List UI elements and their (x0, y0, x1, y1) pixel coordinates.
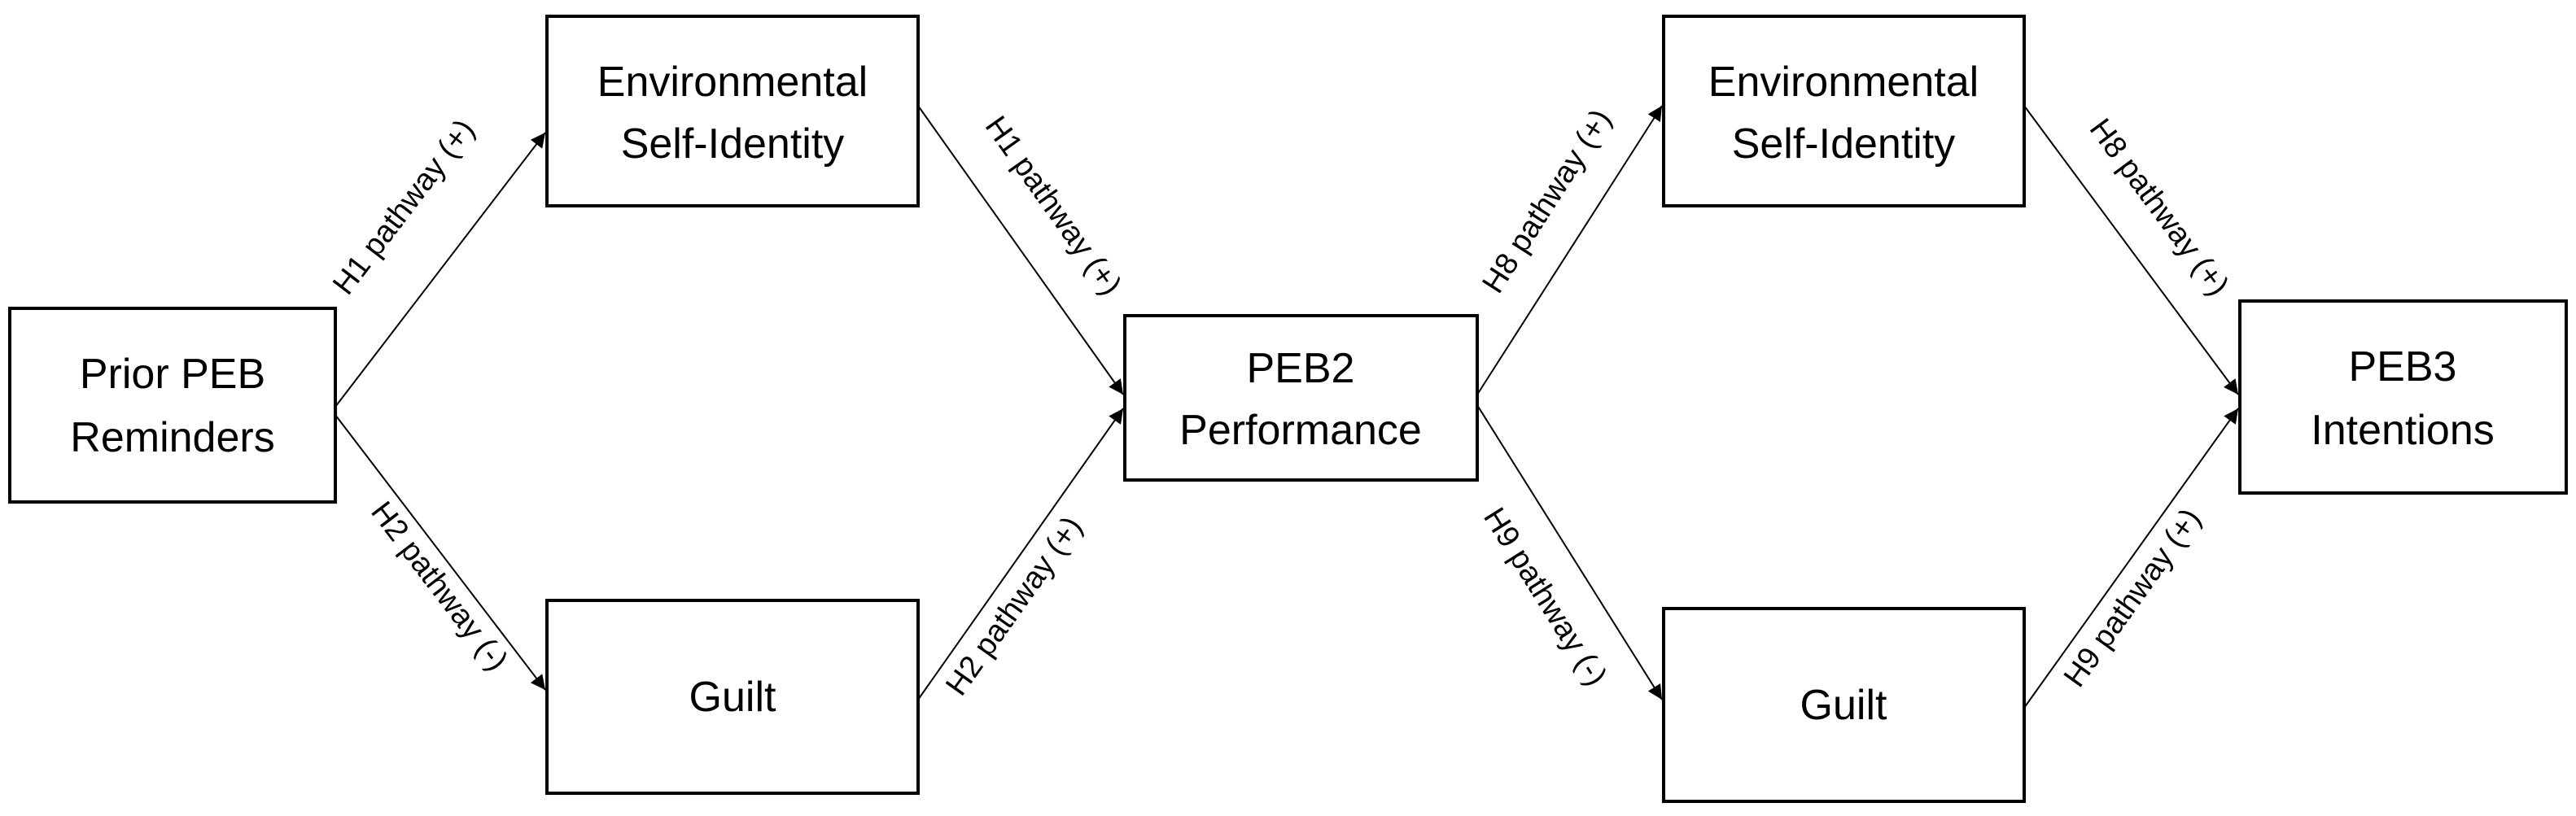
edge-label-esi2-to-peb3: H8 pathway (+) (2083, 112, 2236, 302)
node-peb2-label-2: Performance (1179, 407, 1422, 454)
node-prior-peb-reminders-box (8, 307, 337, 504)
node-guilt-1-label: Guilt (689, 674, 776, 721)
node-esi-2-label: Environmental (1708, 59, 1979, 106)
node-guilt-1: Guilt (545, 599, 920, 795)
edge-label-prior-to-guilt1: H2 pathway (-) (364, 495, 514, 677)
node-peb3-intentions: PEB3 Intentions (2238, 299, 2568, 495)
edge-label-guilt2-to-peb3: H9 pathway (+) (2058, 503, 2208, 694)
node-esi-2-label-2: Self-Identity (1732, 120, 1956, 168)
node-peb2-performance: PEB2 Performance (1123, 314, 1479, 482)
node-prior-peb-reminders-label-2: Reminders (70, 414, 274, 461)
node-environmental-self-identity-2: Environmental Self-Identity (1662, 15, 2026, 207)
node-peb3-box (2238, 299, 2568, 495)
node-peb3-label-2: Intentions (2311, 407, 2495, 454)
edge-label-esi1-to-peb2: H1 pathway (+) (978, 110, 1128, 301)
edge-prior-to-esi1 (335, 132, 546, 408)
node-peb3-label: PEB3 (2349, 343, 2457, 391)
edge-guilt1-to-peb2 (917, 408, 1124, 700)
node-guilt-2-box (1662, 607, 2026, 803)
edge-prior-to-guilt1 (335, 414, 546, 691)
node-esi-2-box (1662, 15, 2026, 207)
edge-label-prior-to-esi1: H1 pathway (+) (326, 113, 482, 301)
node-guilt-2-label: Guilt (1800, 682, 1887, 729)
edges (335, 105, 2239, 709)
node-prior-peb-reminders-label: Prior PEB (80, 351, 265, 398)
node-peb2-box (1123, 314, 1479, 482)
node-peb2-label: PEB2 (1247, 345, 1355, 392)
edge-peb2-to-guilt2 (1476, 404, 1663, 700)
node-esi-1-box (545, 15, 920, 207)
node-guilt-2: Guilt (1662, 607, 2026, 803)
node-esi-1-label-2: Self-Identity (621, 120, 845, 168)
node-guilt-1-box (545, 599, 920, 795)
edge-peb2-to-esi2 (1476, 105, 1663, 395)
node-prior-peb-reminders: Prior PEB Reminders (8, 307, 337, 504)
edge-esi1-to-peb2 (917, 105, 1124, 395)
edge-label-peb2-to-esi2: H8 pathway (+) (1476, 103, 1618, 299)
edge-guilt2-to-peb3 (2023, 408, 2239, 709)
node-environmental-self-identity-1: Environmental Self-Identity (545, 15, 920, 207)
edge-esi2-to-peb3 (2023, 105, 2239, 395)
node-esi-1-label: Environmental (597, 59, 868, 106)
edge-label-peb2-to-guilt2: H9 pathway (-) (1476, 502, 1613, 692)
edge-label-guilt1-to-peb2: H2 pathway (+) (939, 510, 1089, 701)
